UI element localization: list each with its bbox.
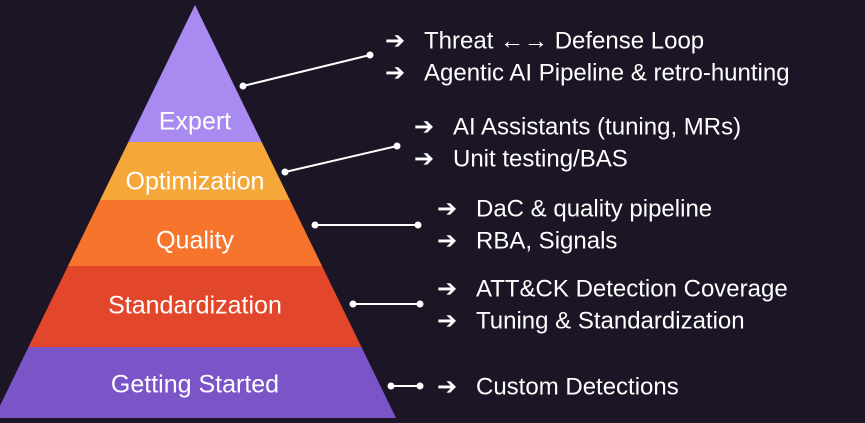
bullet-standardization-1: ATT&CK Detection Coverage	[476, 275, 788, 302]
connectors	[239, 51, 424, 390]
arrow-icon: ➔	[385, 27, 405, 54]
arrow-icon: ➔	[437, 227, 457, 254]
tier-label-optimization: Optimization	[126, 168, 265, 196]
connector-dot-end-standardization	[416, 300, 424, 308]
connector-dot-start-quality	[311, 221, 319, 229]
arrow-icon: ➔	[437, 307, 457, 334]
bullet-getting-started-1: Custom Detections	[476, 373, 679, 400]
tier-standardization	[28, 266, 362, 347]
arrow-icon: ➔	[437, 195, 457, 222]
tier-expert	[128, 5, 262, 142]
tier-label-quality: Quality	[156, 227, 234, 255]
connector-dot-start-getting-started	[387, 382, 395, 390]
bullet-quality-2: RBA, Signals	[476, 227, 617, 254]
tier-label-standardization: Standardization	[108, 292, 282, 320]
connector-dot-end-getting-started	[416, 382, 424, 390]
bullet-quality-1: DaC & quality pipeline	[476, 195, 712, 222]
connector-line-expert	[242, 54, 371, 87]
bullet-optimization-1: AI Assistants (tuning, MRs)	[453, 113, 741, 140]
arrow-icon: ➔	[437, 275, 457, 302]
arrow-icon: ➔	[385, 59, 405, 86]
connector-dot-start-optimization	[281, 168, 289, 176]
connector-dot-end-expert	[366, 51, 374, 59]
connector-dot-start-standardization	[349, 300, 357, 308]
bullet-expert-2: Agentic AI Pipeline & retro-hunting	[424, 59, 790, 86]
arrow-icon: ➔	[414, 145, 434, 172]
bullet-standardization-2: Tuning & Standardization	[476, 307, 745, 334]
pyramid: ExpertOptimizationQualityStandardization…	[0, 5, 396, 418]
bullet-expert-1: Threat ←→ Defense Loop	[424, 27, 704, 54]
tier-getting-started	[0, 347, 396, 418]
connector-line-optimization	[284, 145, 398, 173]
tier-optimization	[100, 142, 290, 200]
tier-label-expert: Expert	[159, 108, 231, 136]
arrow-icon: ➔	[437, 373, 457, 400]
connector-dot-end-optimization	[393, 142, 401, 150]
bullet-lists: ➔ Threat ←→ Defense Loop ➔ Agentic AI Pipel…	[385, 27, 790, 400]
arrow-icon: ➔	[414, 113, 434, 140]
bullet-optimization-2: Unit testing/BAS	[453, 145, 628, 172]
connector-dot-end-quality	[414, 221, 422, 229]
connector-dot-start-expert	[239, 82, 247, 90]
tier-label-getting-started: Getting Started	[111, 371, 279, 399]
tier-quality	[67, 200, 323, 266]
